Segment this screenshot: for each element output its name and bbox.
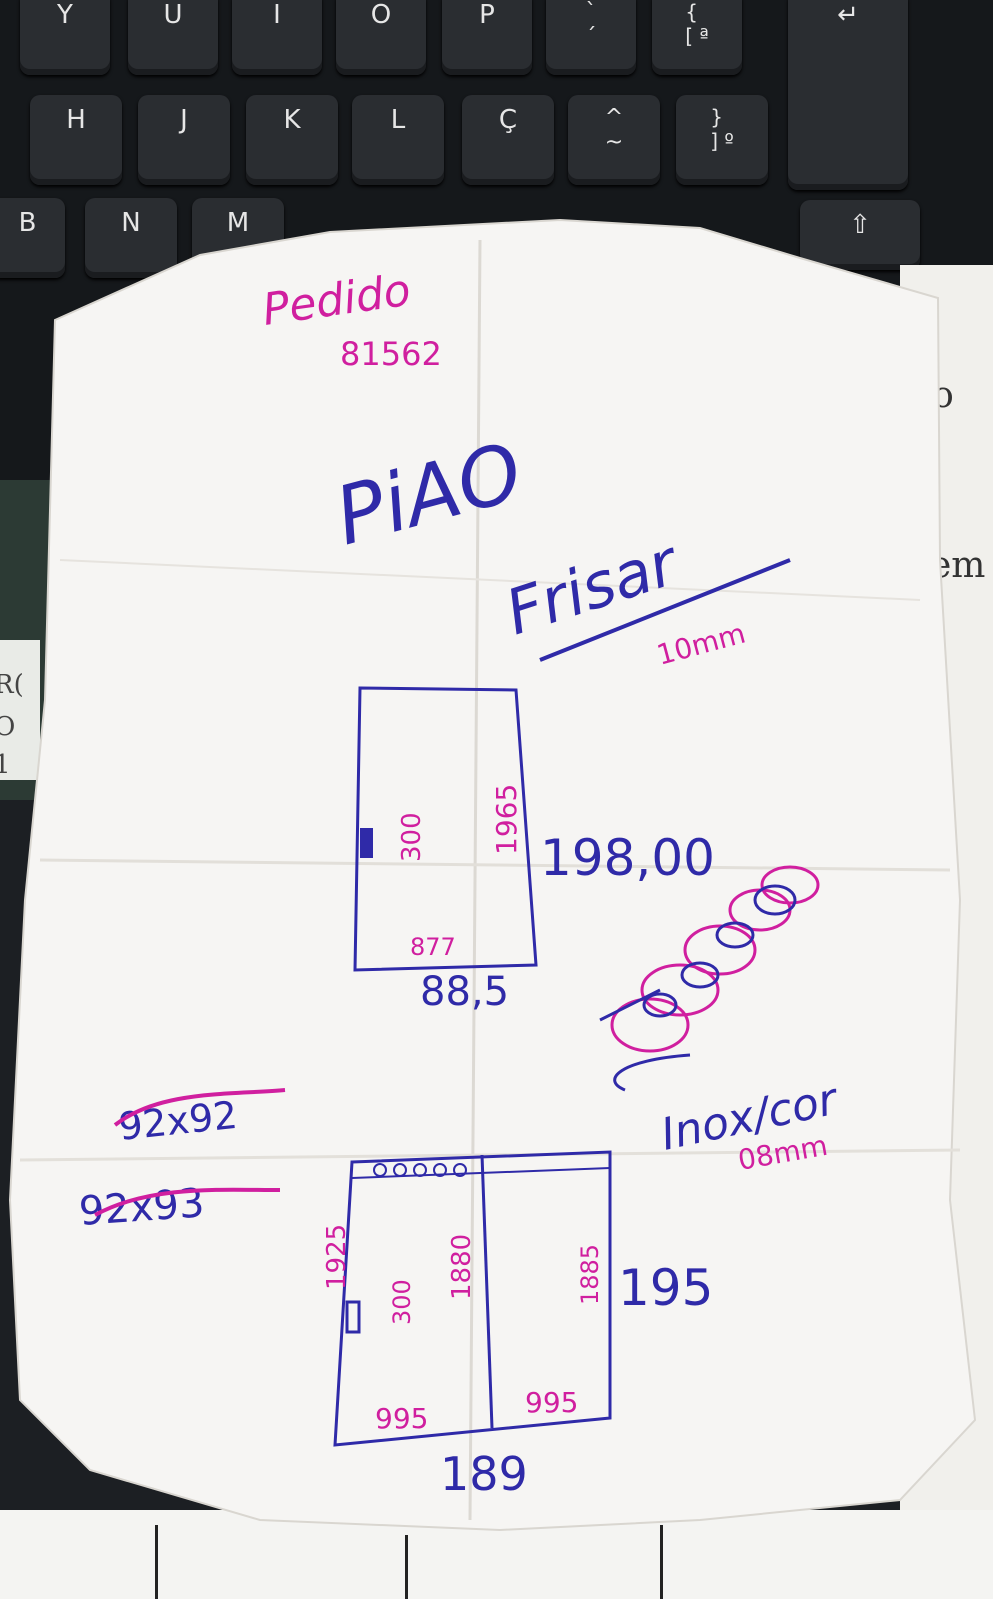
door-2-right-width: 995 — [525, 1386, 578, 1419]
door-1-height-inner: 1965 — [490, 784, 523, 855]
key-y: Y — [20, 0, 110, 75]
scribble-blue — [599, 884, 797, 1092]
sheet-fragment: O — [0, 712, 16, 742]
paper-rule — [660, 1525, 663, 1599]
sheet-fragment: R( — [0, 670, 24, 700]
door-2-height-outer: 195 — [618, 1259, 713, 1317]
key-l: L — [352, 95, 444, 185]
door-2-handle — [345, 1300, 361, 1334]
door-2-left-height: 1925 — [322, 1224, 352, 1290]
paper-rule — [155, 1525, 158, 1599]
door-1-handle-height: 300 — [397, 812, 427, 862]
strikethrough — [113, 1088, 286, 1127]
door-2-rail-circles — [373, 1163, 467, 1177]
door-2-total-width: 189 — [440, 1447, 528, 1501]
door-2-top-rail — [351, 1167, 611, 1179]
background-sheet-left: R( O 1 — [0, 640, 40, 780]
crossed-measure-2: 92x93 — [77, 1180, 205, 1235]
underline — [539, 558, 791, 662]
door-2-divider — [480, 1154, 494, 1429]
key-n: N — [85, 198, 177, 278]
door-2-handle-height: 300 — [388, 1279, 416, 1325]
door-2-outline — [333, 1150, 612, 1447]
scribble-pink — [610, 865, 820, 1053]
paper-sheet — [8, 218, 977, 1532]
door-1-handle — [360, 828, 373, 858]
door-1-width-outer: 88,5 — [420, 969, 509, 1015]
paper-rule — [405, 1535, 408, 1599]
door-1-height-outer: 198,00 — [540, 829, 715, 887]
key-i: I — [232, 0, 322, 75]
sheet-fragment: 1 — [0, 750, 11, 780]
order-number: 81562 — [340, 335, 442, 373]
paper-crease — [19, 1148, 961, 1162]
door-1-outline — [353, 686, 538, 972]
door-2-right-height: 1885 — [576, 1244, 604, 1305]
door-1-width-inner: 877 — [410, 933, 456, 961]
paper-crease — [468, 239, 482, 1521]
door-2-left-width: 995 — [375, 1402, 428, 1435]
door-2-middle-height: 1880 — [447, 1234, 477, 1300]
strikethrough — [94, 1187, 281, 1217]
paper-crease — [59, 559, 921, 601]
